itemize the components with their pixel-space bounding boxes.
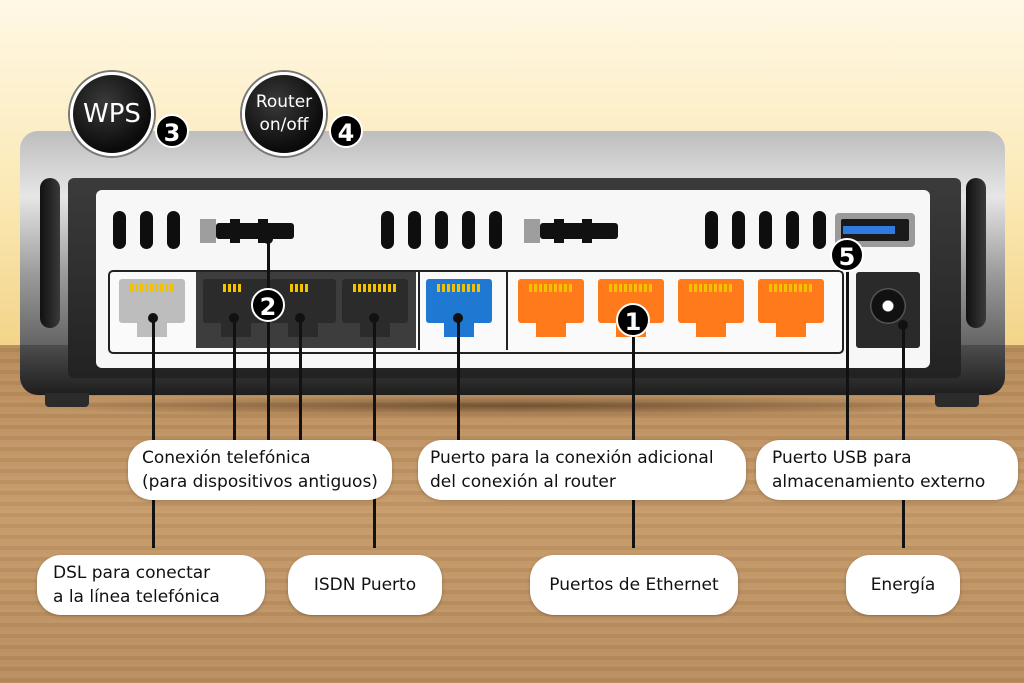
- router-foot-right: [935, 393, 979, 407]
- vent-slot: [381, 211, 394, 249]
- leader-line-power: [902, 325, 905, 548]
- ethernet-port[interactable]: [758, 279, 824, 341]
- label-ethernet: Puertos de Ethernet: [530, 555, 738, 615]
- vent-slot: [759, 211, 772, 249]
- vent-slot: [462, 211, 475, 249]
- vent-slot: [786, 211, 799, 249]
- router-shadow: [20, 395, 1010, 417]
- leader-line-usb: [846, 262, 849, 440]
- marker-3: 3: [155, 114, 189, 148]
- vent-slot: [113, 211, 126, 249]
- router-power-button[interactable]: Router on/off: [242, 72, 326, 156]
- marker-1: 1: [616, 303, 650, 337]
- vent-slot: [140, 211, 153, 249]
- vent-slot: [167, 211, 180, 249]
- vent-slot: [705, 211, 718, 249]
- leader-line-switch: [267, 238, 270, 440]
- vent-slot: [732, 211, 745, 249]
- marker-4: 4: [329, 114, 363, 148]
- label-phone-connection: Conexión telefónica (para dispositivos a…: [128, 440, 392, 500]
- port-divider: [506, 272, 508, 350]
- side-vent-right: [966, 178, 986, 328]
- side-vent-left: [40, 178, 60, 328]
- label-usb-port: Puerto USB para almacenamiento externo: [756, 440, 1018, 500]
- slide-switch-left[interactable]: [200, 219, 294, 243]
- label-power: Energía: [846, 555, 960, 615]
- power-socket[interactable]: [870, 288, 906, 324]
- vent-slot: [435, 211, 448, 249]
- label-isdn: ISDN Puerto: [288, 555, 442, 615]
- leader-line-phone: [299, 318, 302, 440]
- vent-slot: [489, 211, 502, 249]
- slide-switch-right[interactable]: [524, 219, 618, 243]
- leader-line-phone: [233, 318, 236, 440]
- marker-5: 5: [830, 238, 864, 272]
- isdn-port[interactable]: [342, 279, 408, 341]
- ethernet-port[interactable]: [518, 279, 584, 341]
- marker-2: 2: [251, 288, 285, 322]
- leader-line-wan: [457, 318, 460, 440]
- leader-line-dsl: [152, 318, 155, 548]
- wps-button[interactable]: WPS: [70, 72, 154, 156]
- leader-line-isdn: [373, 318, 376, 548]
- label-dsl: DSL para conectar a la línea telefónica: [37, 555, 265, 615]
- vent-slot: [813, 211, 826, 249]
- router-foot-left: [45, 393, 89, 407]
- vent-slot: [408, 211, 421, 249]
- router-power-button-label: Router on/off: [255, 92, 313, 135]
- label-additional-port: Puerto para la conexión adicional del co…: [418, 440, 746, 500]
- port-divider: [418, 272, 420, 350]
- wps-button-label: WPS: [83, 99, 141, 129]
- ethernet-port[interactable]: [678, 279, 744, 341]
